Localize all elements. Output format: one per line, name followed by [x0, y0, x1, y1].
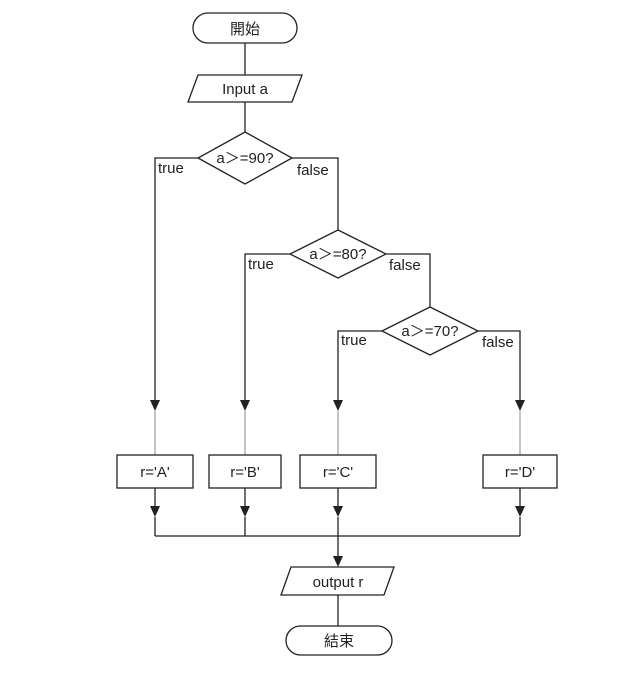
input-label: Input a — [222, 81, 269, 98]
end-terminator — [285, 625, 393, 656]
edge-d70-false — [478, 330, 521, 400]
input-parallelogram — [187, 74, 303, 103]
output-parallelogram — [280, 566, 395, 596]
edge-d90-false — [292, 157, 339, 230]
assign-c-label: r='C' — [323, 464, 353, 481]
decision-80-label: a＞=80? — [309, 246, 366, 263]
arrow-c-down — [333, 506, 343, 517]
edge-d90-true — [154, 157, 198, 400]
d80-true-label: true — [248, 256, 274, 273]
assign-b-box — [208, 454, 282, 489]
d90-true-label: true — [158, 160, 184, 177]
start-terminator — [192, 12, 298, 44]
end-label: 結束 — [324, 633, 354, 650]
assign-c-box — [299, 454, 377, 489]
arrow-d70-false — [515, 400, 525, 411]
arrow-d70-true — [333, 400, 343, 411]
start-label: 開始 — [230, 21, 260, 38]
arrow-merge-output — [333, 556, 343, 567]
output-label: output r — [313, 574, 364, 591]
assign-d-box — [482, 454, 558, 489]
d70-false-label: false — [482, 334, 514, 351]
assign-b-label: r='B' — [230, 464, 260, 481]
arrow-a-down — [150, 506, 160, 517]
d70-true-label: true — [341, 332, 367, 349]
decision-80-diamond — [288, 229, 388, 279]
assign-a-box — [116, 454, 194, 489]
d90-false-label: false — [297, 162, 329, 179]
decision-70-diamond — [380, 306, 480, 356]
decision-90-diamond — [196, 131, 294, 185]
arrow-d80-true — [240, 400, 250, 411]
d80-false-label: false — [389, 257, 421, 274]
decision-70-label: a＞=70? — [401, 323, 458, 340]
arrow-d90-true — [150, 400, 160, 411]
edge-d80-false — [386, 253, 431, 307]
edge-d70-true — [337, 330, 382, 400]
edge-d80-true — [244, 253, 290, 400]
assign-d-label: r='D' — [505, 464, 535, 481]
arrow-b-down — [240, 506, 250, 517]
decision-90-label: a＞=90? — [216, 150, 273, 167]
arrow-d-down — [515, 506, 525, 517]
assign-a-label: r='A' — [140, 464, 170, 481]
